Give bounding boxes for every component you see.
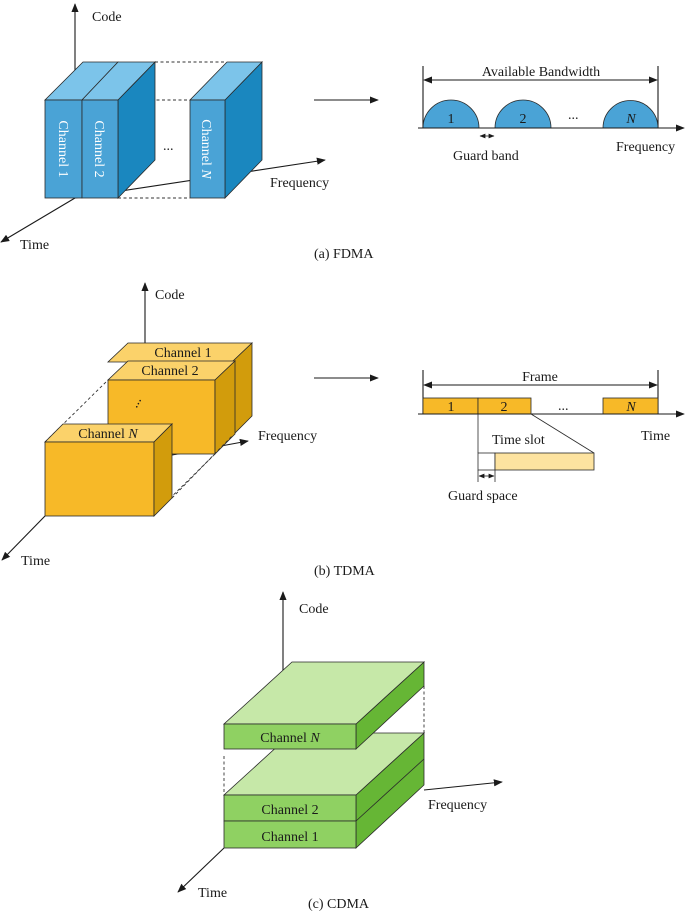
tdma-channel-2-slab: Channel 2 ... bbox=[106, 360, 237, 455]
fdma-channel-2-front bbox=[81, 99, 119, 199]
tdma-caption: (b) TDMA bbox=[314, 564, 376, 579]
fdma-channel-1-label: Channel 1 bbox=[55, 120, 70, 177]
tdma-frame-time-label: Time bbox=[641, 429, 670, 444]
cdma-time-axis bbox=[177, 847, 225, 893]
tdma-zoom-guard bbox=[477, 452, 496, 471]
cdma-panel: Code Channel 2 Channel 1 Frequency Chann… bbox=[177, 591, 503, 912]
tdma-zoom-line bbox=[530, 413, 595, 454]
fdma-spectrum: Available Bandwidth 1 2 N ... Frequency … bbox=[418, 65, 685, 164]
cdma-time-axis-label: Time bbox=[198, 886, 227, 901]
tdma-zoom-slot bbox=[494, 452, 595, 471]
cdma-channel-n-front bbox=[223, 723, 357, 750]
fdma-band-n-label: N bbox=[625, 112, 636, 127]
cdma-code-axis-label: Code bbox=[299, 602, 329, 617]
fdma-band-1-label: 1 bbox=[448, 112, 455, 127]
fdma-blocks-ellipsis: ... bbox=[163, 139, 174, 154]
cdma-channel-2-label: Channel 2 bbox=[261, 803, 318, 818]
cdma-frequency-axis bbox=[423, 779, 503, 791]
tdma-time-axis-label: Time bbox=[21, 554, 50, 569]
tdma-slot-2-label: 2 bbox=[501, 400, 508, 415]
fdma-guard-band-label: Guard band bbox=[453, 149, 519, 164]
fdma-channel-n-block: Channel N bbox=[189, 61, 263, 199]
tdma-gap-outline bbox=[171, 435, 233, 499]
cdma-frequency-axis-label: Frequency bbox=[428, 798, 487, 813]
cdma-channel-1-label: Channel 1 bbox=[261, 830, 318, 845]
tdma-frame: Frame 1 2 N ... Time Time slot Guard spa… bbox=[418, 370, 685, 504]
fdma-channel-1-2-blocks: Channel 1 Channel 2 bbox=[44, 61, 156, 199]
fdma-channel-n-label: Channel N bbox=[198, 119, 213, 179]
cdma-channel-1-front bbox=[223, 820, 357, 849]
tdma-time-axis bbox=[1, 515, 46, 561]
cdma-caption: (c) CDMA bbox=[308, 897, 370, 912]
fdma-caption: (a) FDMA bbox=[314, 247, 374, 262]
fdma-band-1 bbox=[422, 99, 480, 129]
tdma-slot-1-label: 1 bbox=[448, 400, 455, 415]
tdma-channel-1-slab: Channel 1 bbox=[106, 342, 254, 437]
fdma-band-2 bbox=[494, 99, 552, 129]
fdma-frequency-axis-label: Frequency bbox=[270, 176, 329, 191]
fdma-time-axis bbox=[0, 197, 76, 243]
tdma-channel-2-side bbox=[214, 360, 236, 455]
tdma-channel-n-label: Channel N bbox=[78, 427, 138, 442]
fdma-bandwidth-label: Available Bandwidth bbox=[482, 65, 600, 80]
tdma-panel: Code Frequency Channel 1 Channel 2 ... C… bbox=[1, 282, 685, 579]
cdma-stack-side-divider bbox=[355, 758, 425, 822]
tdma-frequency-axis-label: Frequency bbox=[258, 429, 317, 444]
tdma-code-axis-label: Code bbox=[155, 288, 185, 303]
tdma-time-slot-label: Time slot bbox=[492, 433, 545, 448]
tdma-gap-outline bbox=[44, 379, 109, 443]
fdma-panel: Code Frequency Time Channel N Channel 1 … bbox=[0, 3, 685, 262]
tdma-channel-2-label: Channel 2 bbox=[141, 364, 198, 379]
tdma-channel-n-slab: Channel N bbox=[44, 423, 173, 517]
fdma-time-axis-label: Time bbox=[20, 238, 49, 253]
fdma-channel-2-label: Channel 2 bbox=[91, 120, 106, 177]
cdma-channel-n-slab: Channel N bbox=[222, 661, 426, 750]
tdma-channel-n-text: Channel N bbox=[78, 427, 138, 442]
cdma-channel-1-2-stack: Channel 2 Channel 1 bbox=[222, 732, 426, 849]
tdma-channel-n-front bbox=[44, 441, 155, 517]
fdma-channel-n-front bbox=[189, 99, 226, 199]
tdma-guard-space-label: Guard space bbox=[448, 489, 518, 504]
fdma-band-n bbox=[602, 100, 659, 129]
tdma-frame-ellipsis: ... bbox=[558, 399, 569, 414]
tdma-channel-1-label: Channel 1 bbox=[154, 346, 211, 361]
fdma-code-axis-label: Code bbox=[92, 10, 122, 25]
fdma-band-2-label: 2 bbox=[520, 112, 527, 127]
fdma-spectrum-ellipsis: ... bbox=[568, 108, 579, 123]
fdma-spectrum-frequency-label: Frequency bbox=[616, 140, 675, 155]
cdma-channel-n-label: Channel N bbox=[260, 731, 320, 746]
tdma-slot-n-label: N bbox=[625, 400, 636, 415]
tdma-frame-label: Frame bbox=[522, 370, 558, 385]
